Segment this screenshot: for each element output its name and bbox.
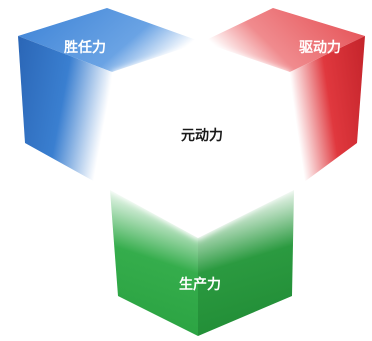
blue-cube-top-face [18, 8, 202, 72]
label-core: 元动力 [181, 127, 223, 144]
blue-cube [18, 8, 202, 188]
blue-cube-front-face [18, 36, 112, 188]
label-productivity: 生产力 [179, 276, 221, 293]
red-cube-front-face [290, 36, 365, 188]
core-cube [106, 42, 296, 240]
core-cube-face [112, 50, 288, 232]
label-competence: 胜任力 [64, 39, 106, 56]
red-cube [202, 8, 365, 188]
red-cube-top-face [202, 8, 365, 72]
label-drive: 驱动力 [299, 39, 341, 56]
